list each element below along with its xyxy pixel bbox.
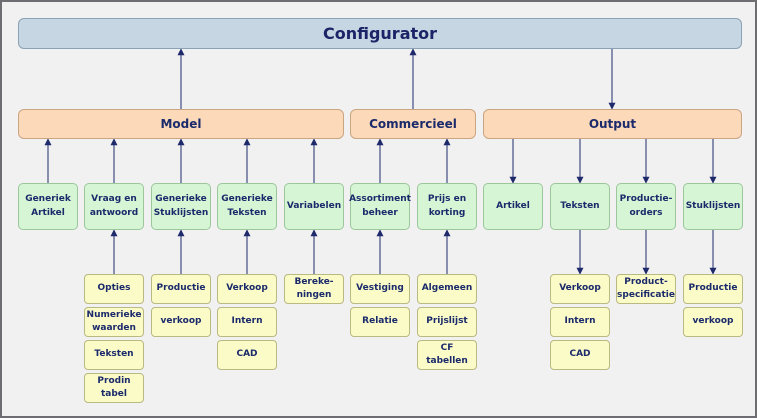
detail-stuklijsten-2: verkoop [683,307,743,337]
detail-teksten-1: Verkoop [550,274,610,304]
detail-prijs-en-korting-3-label: CF tabellen [426,342,468,367]
component-vraag-en-antwoord-label: Vraag en antwoord [89,194,139,218]
detail-assortiment-beheer-1: Vestiging [350,274,410,304]
detail-generieke-teksten-2-label: Intern [231,316,263,327]
detail-generieke-teksten-3-label: CAD [236,349,258,360]
detail-teksten-2: Intern [550,307,610,337]
component-artikel-label: Artikel [496,200,530,211]
detail-generieke-teksten-1: Verkoop [217,274,277,304]
component-productie-orders: Productie- orders [616,183,676,230]
detail-assortiment-beheer-2: Relatie [350,307,410,337]
detail-assortiment-beheer-1-label: Vestiging [356,283,404,294]
component-vraag-en-antwoord: Vraag en antwoord [84,183,144,230]
category-model: Model [18,109,344,139]
detail-vraag-en-antwoord-3-label: Teksten [94,349,134,360]
component-productie-orders-label: Productie- orders [619,194,673,218]
component-generieke-teksten-label: Generieke Teksten [221,194,273,218]
component-stuklijsten-label: Stuklijsten [685,200,741,211]
detail-vraag-en-antwoord-3: Teksten [84,340,144,370]
detail-productie-orders-1-label: Product- specificatie [617,276,675,301]
component-teksten: Teksten [550,183,610,230]
configurator-box: Configurator [18,18,742,49]
category-commercieel: Commercieel [350,109,476,139]
detail-prijs-en-korting-2-label: Prijslijst [426,316,468,327]
detail-generieke-stuklijsten-1: Productie [151,274,211,304]
component-prijs-en-korting-label: Prijs en korting [427,194,467,218]
component-artikel: Artikel [483,183,543,230]
component-generiek-artikel: Generiek Artikel [18,183,78,230]
detail-vraag-en-antwoord-1: Opties [84,274,144,304]
component-variabelen: Variabelen [284,183,344,230]
detail-teksten-3-label: CAD [569,349,591,360]
detail-stuklijsten-1: Productie [683,274,743,304]
detail-stuklijsten-1-label: Productie [688,283,738,294]
detail-vraag-en-antwoord-4-label: Prodin tabel [97,375,131,400]
category-output-label: Output [588,117,637,131]
component-generieke-stuklijsten: Generieke Stuklijsten [151,183,211,230]
detail-prijs-en-korting-2: Prijslijst [417,307,477,337]
detail-generieke-stuklijsten-1-label: Productie [156,283,206,294]
detail-generieke-stuklijsten-2: verkoop [151,307,211,337]
category-model-label: Model [160,117,202,131]
component-prijs-en-korting: Prijs en korting [417,183,477,230]
detail-variabelen-1: Bereke- ningen [284,274,344,304]
component-generiek-artikel-label: Generiek Artikel [25,194,71,218]
detail-vraag-en-antwoord-1-label: Opties [97,283,131,294]
detail-assortiment-beheer-2-label: Relatie [362,316,398,327]
component-stuklijsten: Stuklijsten [683,183,743,230]
detail-productie-orders-1: Product- specificatie [616,274,676,304]
category-commercieel-label: Commercieel [369,117,457,131]
component-assortiment-beheer-label: Assortiment beheer [349,194,411,218]
detail-generieke-teksten-3: CAD [217,340,277,370]
detail-generieke-teksten-1-label: Verkoop [226,283,268,294]
detail-generieke-stuklijsten-2-label: verkoop [160,316,202,327]
detail-vraag-en-antwoord-4: Prodin tabel [84,373,144,403]
component-assortiment-beheer: Assortiment beheer [349,183,411,230]
detail-variabelen-1-label: Bereke- ningen [294,276,334,301]
detail-vraag-en-antwoord-2: Numerieke waarden [84,307,144,337]
configurator-title: Configurator [322,23,438,43]
component-generieke-teksten: Generieke Teksten [217,183,277,230]
detail-prijs-en-korting-1: Algemeen [417,274,477,304]
component-teksten-label: Teksten [560,200,600,211]
detail-generieke-teksten-2: Intern [217,307,277,337]
category-output: Output [483,109,742,139]
detail-prijs-en-korting-3: CF tabellen [417,340,477,370]
detail-teksten-3: CAD [550,340,610,370]
detail-stuklijsten-2-label: verkoop [692,316,734,327]
detail-teksten-1-label: Verkoop [559,283,601,294]
detail-vraag-en-antwoord-2-label: Numerieke waarden [86,309,142,334]
component-variabelen-label: Variabelen [286,200,342,211]
detail-prijs-en-korting-1-label: Algemeen [421,283,473,294]
component-generieke-stuklijsten-label: Generieke Stuklijsten [153,194,209,218]
detail-teksten-2-label: Intern [564,316,596,327]
